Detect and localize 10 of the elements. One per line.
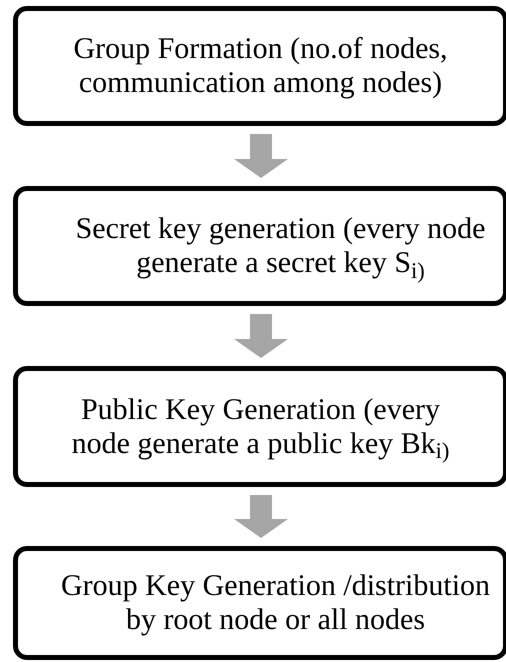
step-text: Public Key Generation (every node generate a public key Bk$_{i)}$	[70, 392, 450, 460]
step-text: Group Key Generation /distribution by root node or all nodes	[60, 569, 492, 637]
process-box	[13, 546, 506, 660]
process-box	[13, 6, 506, 126]
process-box	[13, 366, 506, 487]
block-arrow	[234, 314, 288, 358]
step-text: Group Formation (no.of nodes, communication among nodes)	[72, 32, 449, 100]
block-arrow	[234, 495, 288, 538]
process-box	[13, 186, 506, 306]
block-arrow	[234, 134, 288, 178]
